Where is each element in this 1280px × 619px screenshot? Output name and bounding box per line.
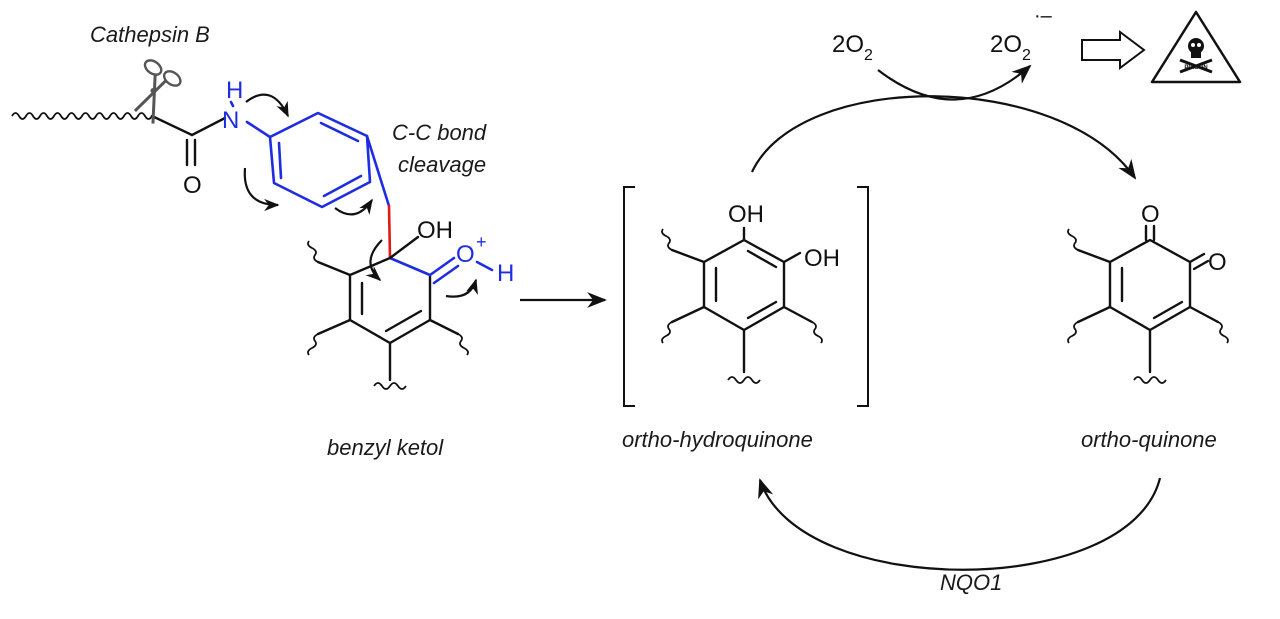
hq-oh-2: OH [804,245,840,272]
cleavage-label-1: C-C bond [392,120,487,145]
wavy-stub [307,240,319,263]
oxidation-arrow [751,95,1137,180]
scissors-icon [133,59,182,124]
wavy-stub [661,321,673,344]
hq-oh-1: OH [728,201,764,228]
left-bracket [623,186,635,407]
amide-carbonyl: O [150,114,227,199]
q-o-2: O [1208,249,1227,276]
wavy-stub [727,376,761,384]
hydroquinone-label: ortho-hydroquinone [622,427,813,452]
quinone-ring [1076,224,1220,374]
oxonium-plus: + [476,232,487,252]
cleavage-label-2: cleavage [398,152,486,177]
q-o-1: O [1141,201,1160,228]
ketol-oh: OH [417,217,453,244]
cleaved-cc-bond [387,204,392,260]
superoxide-arrow [877,64,1032,101]
superoxide-product: 2O2 [990,31,1031,64]
peptide-wavy-chain [11,112,153,120]
wavy-stub [1217,321,1229,344]
wavy-stub [1067,228,1079,251]
electron-arrow-3 [334,198,373,216]
wavy-stub [1067,321,1079,344]
benzyl-ketol-label: benzyl ketol [327,435,444,460]
wavy-stub [811,321,823,344]
quinone-label: ortho-quinone [1081,427,1217,452]
enzyme-label: Cathepsin B [90,22,210,47]
reduction-arrow [758,477,1162,571]
electron-arrow-1 [245,93,289,118]
right-bracket [857,186,869,407]
wavy-stub [457,333,469,356]
amine-h: H [226,77,243,104]
wavy-stub [307,333,319,356]
ketol-ring [316,235,460,382]
oxygen-reactant: 2O2 [832,31,873,64]
amine-n: N [222,107,239,134]
poison-text: POISON [1184,65,1207,71]
carbonyl-oxygen: O [183,172,202,199]
electron-arrow-5 [445,278,478,298]
oxonium-h: H [497,260,514,287]
oxonium-o: O [456,241,475,268]
superoxide-charge: ·– [1034,5,1053,27]
wavy-stub [373,382,407,390]
aminobenzyl-ring [245,111,391,209]
hydroquinone-ring [670,226,814,374]
wavy-stub [1133,376,1167,384]
toxicity-arrow [1081,30,1146,70]
nqo1-label: NQO1 [940,570,1002,595]
electron-arrow-2 [243,167,280,212]
electron-arrow-4 [365,239,383,282]
wavy-stub [661,228,673,251]
skull-crossbones-icon: POISON [1150,10,1242,84]
